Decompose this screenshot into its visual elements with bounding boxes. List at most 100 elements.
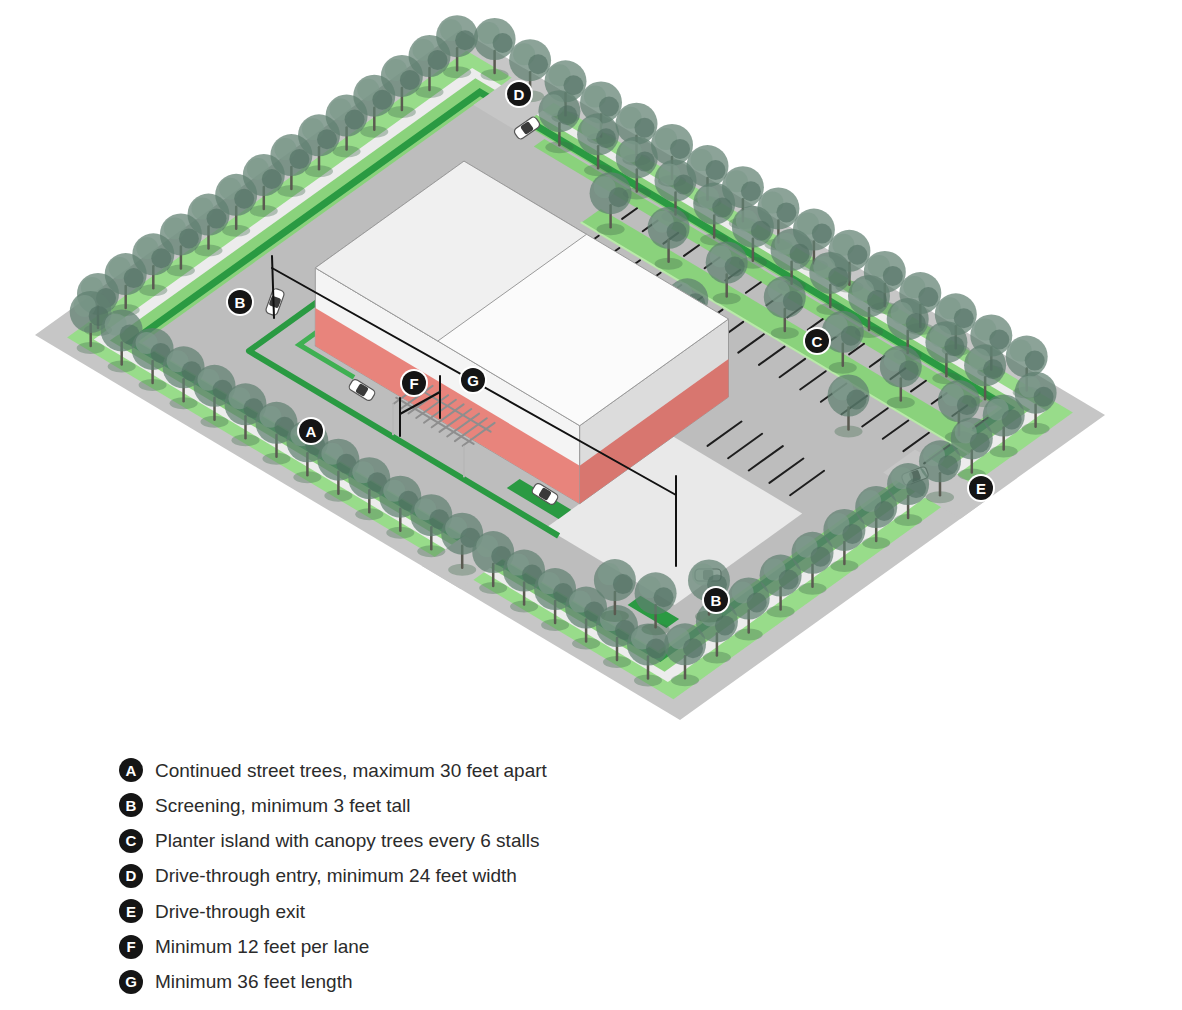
callout-text: D [514, 87, 525, 102]
tree-canopy [646, 639, 666, 659]
tree-canopy [812, 224, 832, 244]
tree-canopy [747, 593, 767, 613]
tree-canopy [1034, 387, 1054, 407]
tree-canopy [964, 344, 1006, 386]
tree-canopy [842, 524, 862, 544]
callout-text: C [126, 833, 137, 848]
legend-letter: G [119, 970, 143, 994]
tree-canopy [771, 229, 813, 271]
tree-canopy [725, 257, 745, 277]
tree-canopy [776, 202, 796, 222]
tree-canopy [822, 311, 864, 353]
tree-canopy [683, 638, 703, 658]
tree-canopy [706, 242, 748, 284]
pergola-beam [455, 418, 487, 441]
tree-canopy [648, 207, 690, 249]
tree-canopy [712, 198, 732, 218]
building-roof [315, 161, 586, 341]
dimension-line [272, 268, 676, 495]
legend-text: Drive-through exit [155, 901, 305, 922]
legend-text: Planter island with canopy trees every 6… [155, 830, 539, 851]
callout-text: A [126, 763, 137, 778]
pergola-beam [447, 414, 479, 437]
tree-canopy [616, 136, 658, 178]
tree-canopy [590, 172, 632, 214]
tree-canopy [925, 321, 967, 363]
tree-canopy [1025, 351, 1045, 371]
tree-canopy [124, 268, 144, 288]
tree-canopy [790, 244, 810, 264]
tree-canopy [599, 97, 619, 117]
tree-canopy [493, 33, 513, 53]
tree-canopy [262, 169, 282, 189]
legend-letter: E [119, 899, 143, 923]
pergola-post [392, 404, 394, 434]
screening-hedge [131, 92, 1008, 658]
tree-canopy [428, 50, 448, 70]
legend-letter: A [119, 758, 143, 782]
tree-canopy [613, 574, 633, 594]
tree-canopy [847, 390, 867, 410]
callout-letter: B [704, 588, 728, 612]
callout-text: F [409, 376, 418, 391]
tree-canopy [706, 160, 726, 180]
tree-canopy [841, 326, 861, 346]
tree-canopy [764, 276, 806, 318]
tree-canopy [944, 336, 964, 356]
pergola-beam [463, 423, 495, 446]
building-roof [315, 161, 728, 426]
legend-letter: B [119, 793, 143, 817]
tree-canopy [317, 129, 337, 149]
legend-letter: C [119, 829, 143, 853]
tree-canopy [609, 187, 629, 207]
tree-canopy [1002, 410, 1022, 430]
tree-canopy [474, 18, 516, 60]
tree-canopy [436, 15, 478, 57]
legend-text: Minimum 12 feet per lane [155, 936, 369, 957]
tree-canopy [741, 181, 761, 201]
legend-entry: Planter island with canopy trees every 6… [155, 831, 539, 850]
tree-canopy [887, 298, 929, 340]
callout-letter: C [805, 329, 829, 353]
tree-canopy [899, 360, 919, 380]
tree-canopy [880, 345, 922, 387]
tree-canopy [983, 359, 1003, 379]
tree-canopy [906, 478, 926, 498]
tree-canopy [811, 547, 831, 567]
legend-letter: D [119, 864, 143, 888]
tree-canopy [635, 572, 677, 614]
tree-canopy [655, 160, 697, 202]
pergola-beam [432, 404, 464, 427]
tree-canopy [594, 559, 636, 601]
tree-canopy [151, 248, 171, 268]
legend-text: Minimum 36 feet length [155, 971, 353, 992]
tree-canopy [289, 149, 309, 169]
tree-canopy [577, 113, 619, 155]
legend-entry: Minimum 36 feet length [155, 972, 353, 991]
callout-letter: G [461, 368, 485, 392]
tree-canopy [207, 209, 227, 229]
callout-text: A [306, 424, 317, 439]
callout-letter: A [299, 419, 323, 443]
callout-text: E [126, 904, 136, 919]
legend-letter: F [119, 935, 143, 959]
car [531, 482, 559, 506]
parking-stall-line [883, 421, 909, 439]
callout-letter: B [228, 290, 252, 314]
pergola-beam [396, 398, 473, 444]
tree-canopy [557, 105, 577, 125]
tree-canopy [1006, 336, 1048, 378]
callout-text: G [467, 373, 479, 388]
tree-canopy [400, 70, 420, 90]
planting-strip [110, 78, 1030, 671]
pergola-beam [416, 395, 448, 418]
tree-canopy [957, 395, 977, 415]
tree-canopy [1015, 372, 1057, 414]
tree-canopy [635, 151, 655, 171]
parking-stall-line [622, 208, 637, 219]
tree-canopy [938, 380, 980, 422]
tree-canopy [670, 139, 690, 159]
parking-stall-line [746, 282, 761, 293]
parking-stall-line [862, 408, 888, 426]
tree-canopy [828, 375, 870, 417]
